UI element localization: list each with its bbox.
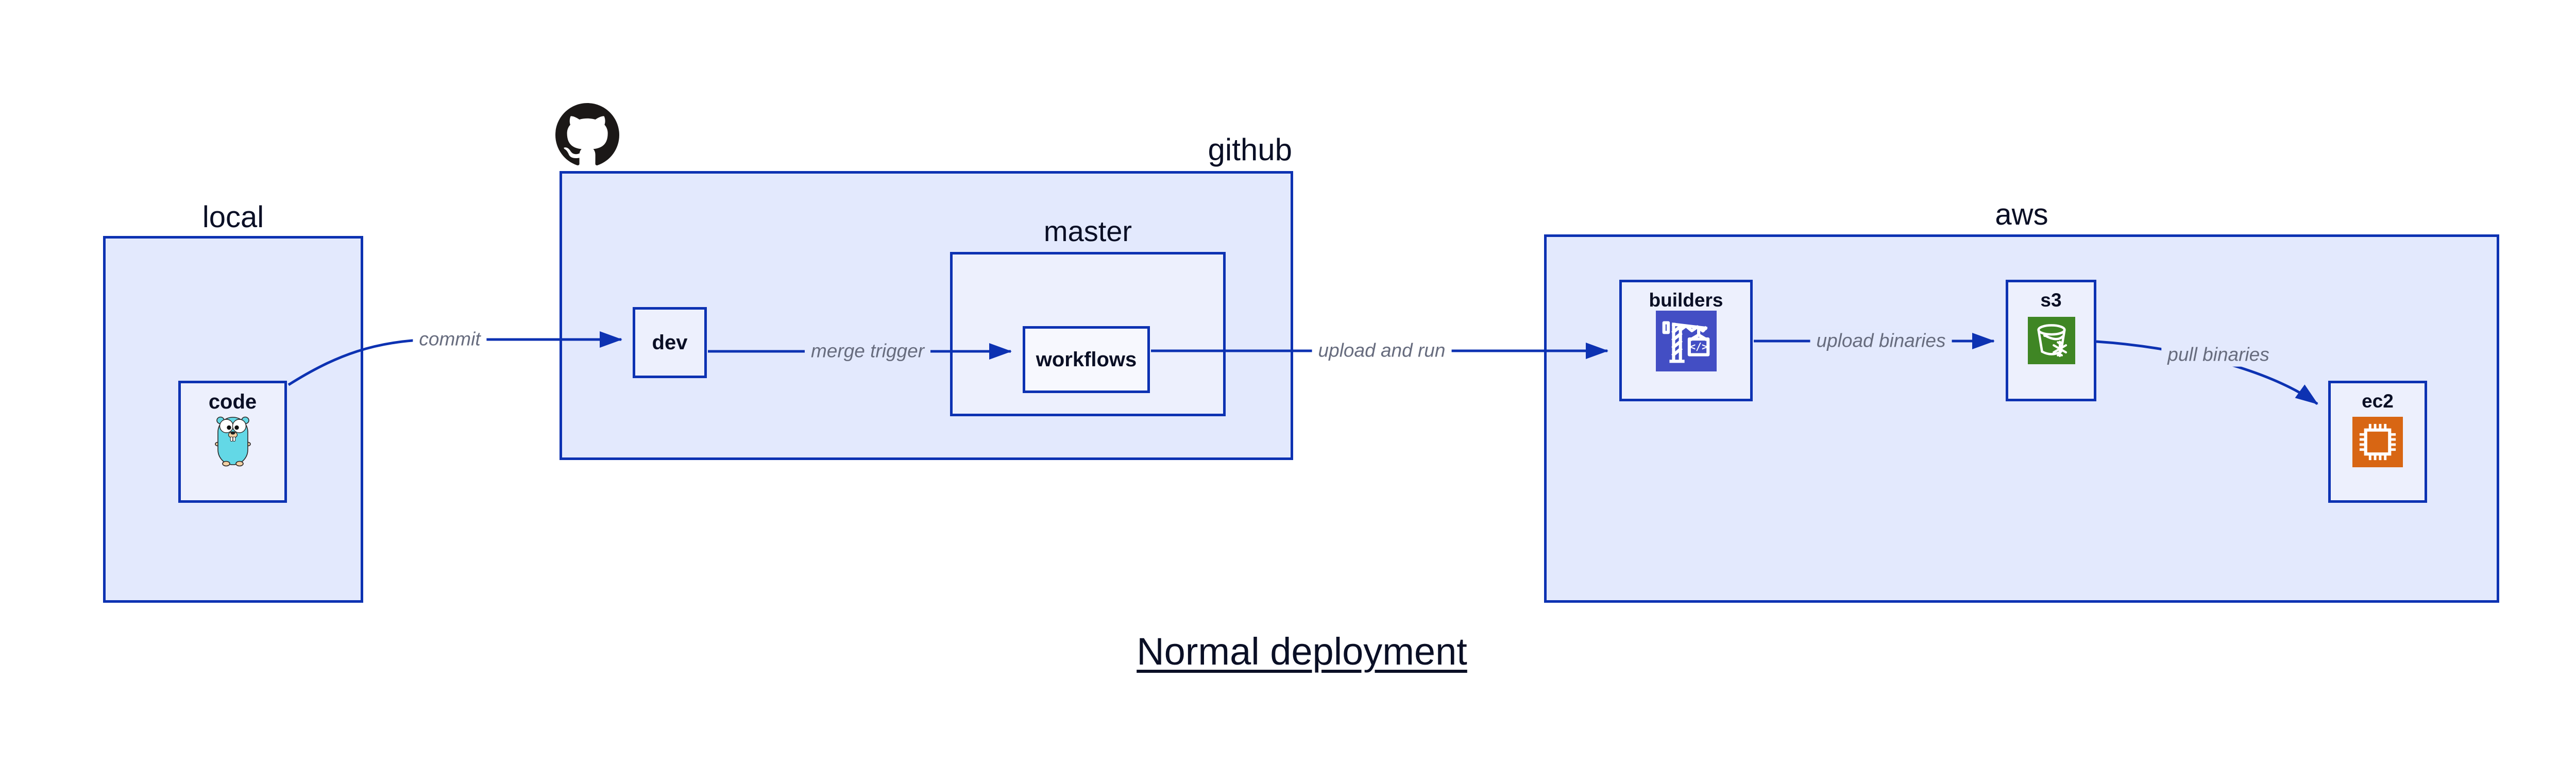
node-dev-label: dev	[652, 331, 688, 354]
edge-label-merge-trigger: merge trigger	[804, 339, 931, 363]
node-code: code	[178, 381, 287, 503]
node-ec2: ec2	[2328, 381, 2427, 503]
github-logo-icon	[555, 103, 619, 167]
local-container-label: local	[202, 200, 264, 234]
go-gopher-icon	[215, 413, 251, 467]
edge-label-upload-and-run: upload and run	[1312, 339, 1452, 363]
edge-label-pull-binaries: pull binaries	[2161, 343, 2276, 367]
diagram-title: Normal deployment	[1137, 630, 1467, 673]
svg-text:</>: </>	[1689, 341, 1708, 353]
node-ec2-label: ec2	[2362, 390, 2394, 412]
node-workflows-label: workflows	[1036, 348, 1137, 371]
node-s3-label: s3	[2040, 290, 2062, 311]
node-code-label: code	[208, 390, 257, 413]
aws-ec2-chip-icon	[2352, 417, 2403, 467]
aws-codebuild-crane-icon: </>	[1656, 311, 1717, 371]
node-workflows: workflows	[1023, 326, 1150, 393]
aws-container-label: aws	[1995, 198, 2048, 231]
aws-s3-glacier-bucket-icon	[2028, 317, 2075, 364]
master-container-label: master	[1043, 215, 1132, 247]
node-s3: s3	[2006, 280, 2096, 401]
node-builders-label: builders	[1649, 290, 1723, 311]
github-container-label: github	[1208, 132, 1292, 167]
edge-label-commit: commit	[413, 328, 487, 351]
node-dev: dev	[633, 307, 707, 378]
edge-label-upload-binaries: upload binaries	[1810, 329, 1952, 353]
